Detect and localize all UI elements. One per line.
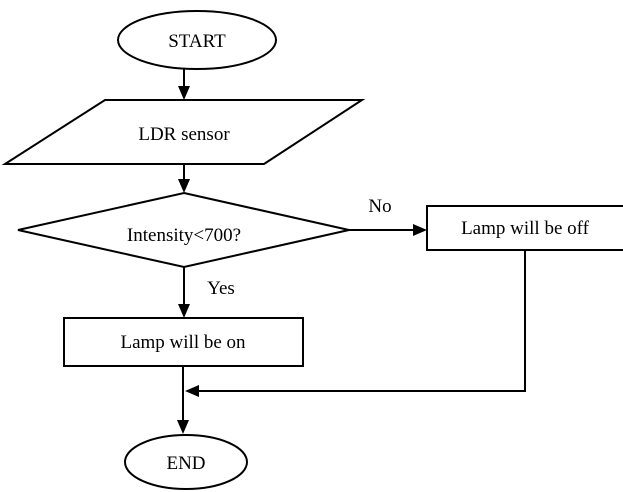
lamp-on-process (63, 317, 304, 367)
input-parallelogram (1, 99, 366, 165)
yes-branch-label: Yes (207, 278, 235, 299)
input-label: LDR sensor (138, 124, 230, 145)
end-terminator (124, 434, 248, 490)
start-label: START (168, 31, 226, 52)
start-terminator (117, 10, 277, 70)
end-label: END (166, 453, 205, 474)
arrowhead-decision-to-lamp-on (178, 304, 190, 318)
lamp-on-label: Lamp will be on (120, 332, 246, 353)
arrowhead-start-to-input (178, 86, 190, 100)
decision-label: Intensity<700? (127, 225, 241, 246)
lamp-off-label: Lamp will be off (461, 218, 590, 239)
lamp-off-process (426, 205, 623, 251)
arrowhead-input-to-decision (178, 179, 190, 193)
arrowhead-lamp-off-return (185, 385, 199, 397)
no-branch-label: No (368, 196, 391, 217)
arrowhead-lamp-on-to-end (177, 420, 189, 434)
arrowhead-decision-to-lamp-off (413, 224, 427, 236)
connector-lamp-off-return (197, 250, 526, 392)
